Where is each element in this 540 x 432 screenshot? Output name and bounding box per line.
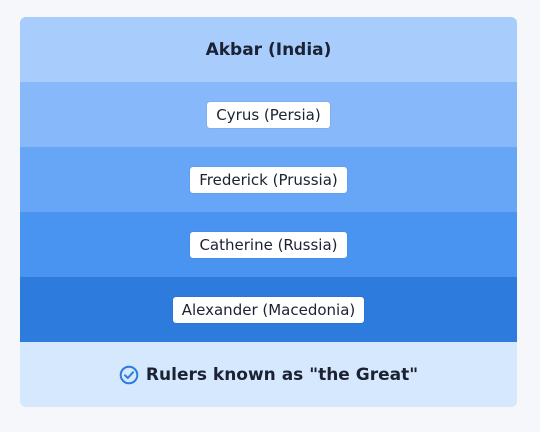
- band-akbar: Akbar (India): [20, 17, 517, 82]
- band-frederick: Frederick (Prussia): [20, 147, 517, 212]
- check-circle-icon: [119, 365, 139, 385]
- band-label-frederick: Frederick (Prussia): [190, 166, 347, 193]
- band-cyrus: Cyrus (Persia): [20, 82, 517, 147]
- band-alexander: Alexander (Macedonia): [20, 277, 517, 342]
- footer-caption: Rulers known as "the Great": [20, 342, 517, 407]
- rulers-card: Akbar (India) Cyrus (Persia) Frederick (…: [20, 17, 517, 407]
- band-catherine: Catherine (Russia): [20, 212, 517, 277]
- band-label-alexander: Alexander (Macedonia): [172, 296, 365, 323]
- band-label-cyrus: Cyrus (Persia): [207, 101, 330, 128]
- footer-label: Rulers known as "the Great": [145, 364, 419, 385]
- band-label-catherine: Catherine (Russia): [190, 231, 347, 258]
- band-label-akbar: Akbar (India): [205, 39, 332, 60]
